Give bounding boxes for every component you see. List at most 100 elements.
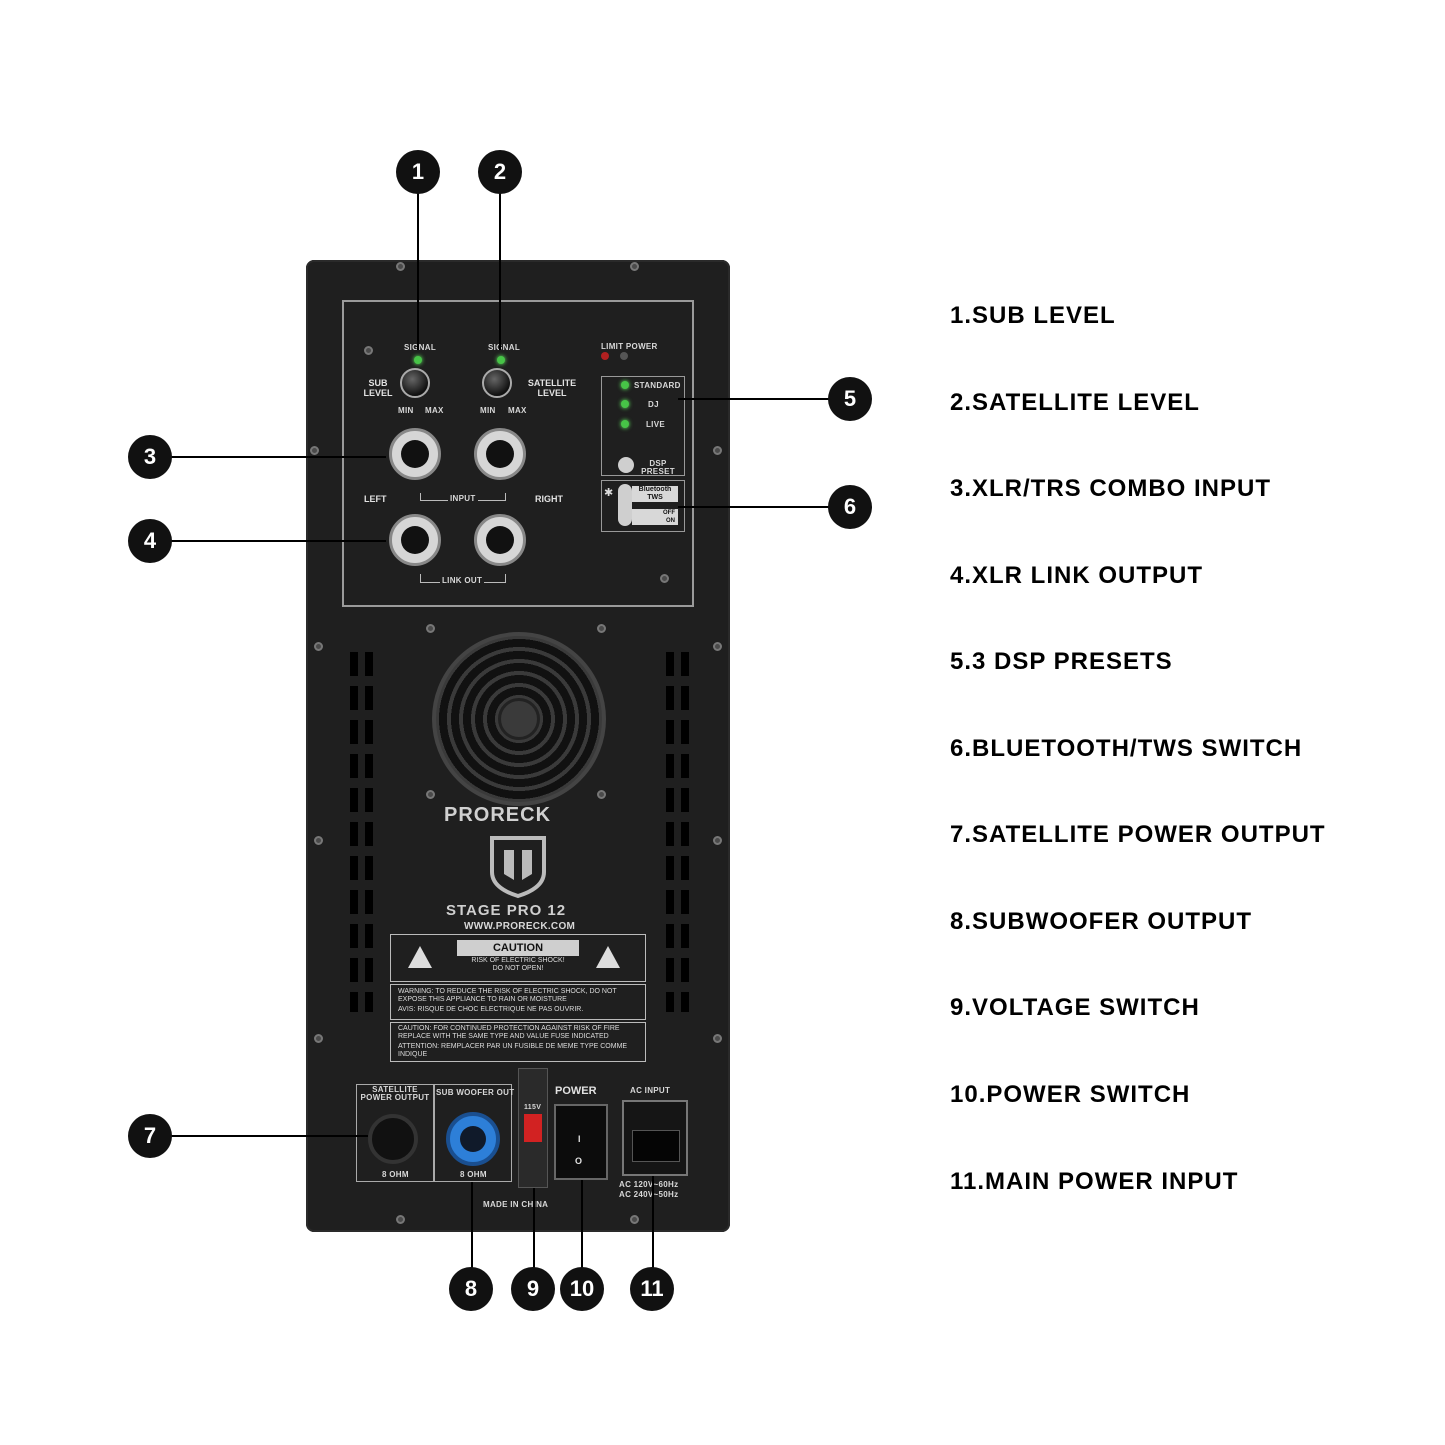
legend-item-5: 5.3 DSP PRESETS	[950, 648, 1173, 675]
leader-line-1	[417, 172, 419, 350]
screw-icon	[713, 446, 722, 455]
legend-item-1: 1.SUB LEVEL	[950, 302, 1116, 329]
screw-icon	[713, 1034, 722, 1043]
caution-title: CAUTION	[457, 940, 579, 956]
screw-icon	[597, 790, 606, 799]
satellite-power-output-label: SATELLITE POWER OUTPUT	[360, 1085, 430, 1102]
satellite-output-box	[356, 1084, 434, 1182]
sub-signal-led	[414, 356, 422, 364]
callout-2: 2	[478, 150, 522, 194]
attention-text: ATTENTION: REMPLACER PAR UN FUSIBLE DE M…	[398, 1043, 628, 1058]
screw-icon	[630, 262, 639, 271]
caution-sub-2: DO NOT OPEN!	[492, 965, 544, 972]
fuse-caution-box	[390, 1022, 646, 1062]
warning-triangle-icon	[408, 946, 432, 968]
sat-signal-led	[497, 356, 505, 364]
legend-item-4: 4.XLR LINK OUTPUT	[950, 562, 1204, 589]
dsp-preset-button[interactable]	[618, 457, 634, 473]
callout-10: 10	[560, 1267, 604, 1311]
leader-line-7	[150, 1135, 368, 1137]
leader-line-4	[150, 540, 386, 542]
tws-label: TWS	[647, 494, 663, 501]
ac-rating-1: AC 120V~60Hz	[619, 1180, 679, 1189]
legend-item-10: 10.POWER SWITCH	[950, 1081, 1191, 1108]
leader-line-6	[678, 506, 850, 508]
screw-icon	[396, 1215, 405, 1224]
dsp-preset-box	[601, 376, 685, 476]
power-off-symbol: O	[575, 1156, 583, 1166]
subwoofer-speakon-jack[interactable]	[446, 1112, 500, 1166]
legend-item-7: 7.SATELLITE POWER OUTPUT	[950, 821, 1326, 848]
preset-standard: STANDARD	[634, 381, 681, 390]
screw-icon	[713, 836, 722, 845]
power-switch[interactable]	[554, 1104, 608, 1180]
preset-led-dj	[621, 400, 629, 408]
satellite-level-knob[interactable]	[482, 368, 512, 398]
brand-name: PRORECK	[444, 804, 552, 826]
made-in-label: MADE IN CHINA	[483, 1200, 549, 1209]
fan-hub	[498, 698, 540, 740]
combo-input-left[interactable]	[389, 428, 441, 480]
leader-line-2	[499, 172, 501, 350]
bluetooth-tws-plate: Bluetooth TWS	[632, 486, 678, 502]
link-out-label: LINK OUT	[440, 576, 485, 585]
bluetooth-icon: ✱	[604, 487, 614, 499]
power-led	[620, 352, 628, 360]
preset-live: LIVE	[646, 420, 665, 429]
legend-item-8: 8.SUBWOOFER OUTPUT	[950, 908, 1253, 935]
off-label: OFF	[663, 510, 675, 516]
screw-icon	[314, 836, 323, 845]
vent-slots	[681, 652, 689, 1012]
screw-icon	[314, 1034, 323, 1043]
ac-input-label: AC INPUT	[630, 1086, 671, 1095]
off-on-plate: OFF ON	[632, 509, 678, 525]
control-section	[342, 300, 694, 607]
sub-level-knob[interactable]	[400, 368, 430, 398]
signal-label-sat: SIGNAL	[488, 343, 521, 352]
ac-inlet[interactable]	[622, 1100, 688, 1176]
website: WWW.PRORECK.COM	[464, 921, 576, 932]
sub-min-label: MIN	[398, 406, 414, 415]
cooling-fan	[432, 632, 606, 806]
subwoofer-output-box	[434, 1084, 512, 1182]
callout-5: 5	[828, 377, 872, 421]
screw-icon	[426, 624, 435, 633]
combo-input-right[interactable]	[474, 428, 526, 480]
legend-item-3: 3.XLR/TRS COMBO INPUT	[950, 475, 1272, 502]
xlr-link-out-left[interactable]	[389, 514, 441, 566]
brand-shield-icon	[490, 836, 546, 899]
power-on-symbol: I	[578, 1134, 581, 1144]
callout-6: 6	[828, 485, 872, 529]
vent-slots	[365, 652, 373, 1012]
leader-line-11	[652, 1176, 654, 1290]
screw-icon	[597, 624, 606, 633]
caution-subtitle: RISK OF ELECTRIC SHOCK! DO NOT OPEN!	[457, 957, 579, 973]
sub-max-label: MAX	[425, 406, 444, 415]
sat-min-label: MIN	[480, 406, 496, 415]
leader-line-5	[678, 398, 850, 400]
vent-slots	[350, 652, 358, 1012]
leader-line-8	[471, 1182, 473, 1290]
leader-line-10	[581, 1180, 583, 1290]
ac-rating-2: AC 240V~50Hz	[619, 1190, 679, 1199]
screw-icon	[713, 642, 722, 651]
subwoofer-ohm: 8 OHM	[460, 1170, 487, 1179]
satellite-speakon-jack[interactable]	[368, 1114, 418, 1164]
screw-icon	[426, 790, 435, 799]
dsp-preset-label: DSP PRESET	[641, 459, 675, 476]
sub-woofer-out-label: SUB WOOFER OUT	[436, 1088, 515, 1097]
limit-led	[601, 352, 609, 360]
screw-icon	[364, 346, 373, 355]
right-label: RIGHT	[535, 494, 563, 504]
screw-icon	[396, 262, 405, 271]
voltage-switch[interactable]	[524, 1114, 542, 1142]
satellite-level-label: SATELLITE LEVEL	[527, 378, 577, 398]
xlr-link-out-right[interactable]	[474, 514, 526, 566]
input-label: INPUT	[448, 494, 478, 503]
fuse-caution-text: CAUTION: FOR CONTINUED PROTECTION AGAINS…	[398, 1025, 620, 1040]
vent-slots	[666, 652, 674, 1012]
bluetooth-tws-switch[interactable]	[618, 484, 632, 526]
voltage-label: 115V	[524, 1104, 542, 1111]
signal-label-sub: SIGNAL	[404, 343, 437, 352]
satellite-ohm: 8 OHM	[382, 1170, 409, 1179]
